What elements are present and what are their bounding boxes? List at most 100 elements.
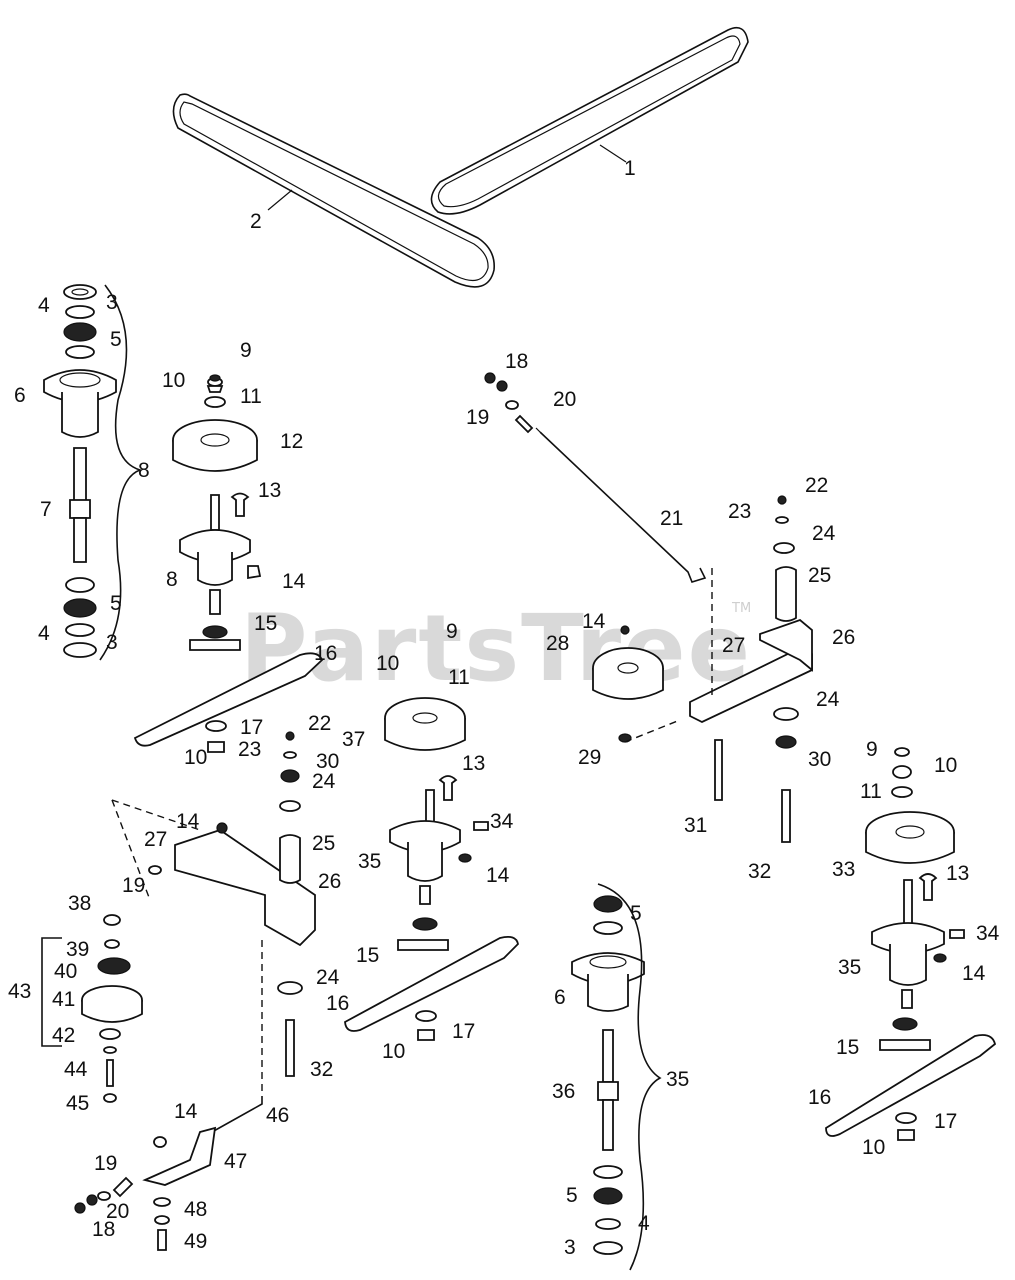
blade-right [825, 1034, 997, 1141]
rod-21-assembly [484, 372, 707, 583]
callout-14f: 14 [174, 1100, 198, 1123]
callout-47: 47 [224, 1150, 247, 1173]
callout-29: 29 [578, 746, 601, 769]
callout-3a: 3 [106, 291, 118, 314]
bracket-26-left [111, 731, 316, 1096]
gauge-wheel-43 [41, 914, 143, 1103]
callout-13a: 13 [258, 479, 281, 502]
callout-6b: 6 [554, 986, 566, 1009]
callout-16a: 16 [314, 642, 337, 665]
callout-5d: 5 [566, 1184, 578, 1207]
callout-35c: 35 [838, 956, 861, 979]
callout-16b: 16 [326, 992, 349, 1015]
callout-24a: 24 [812, 522, 836, 545]
pulley-spindle-35-center [384, 697, 489, 951]
callout-21: 21 [660, 507, 683, 530]
callout-28: 28 [546, 632, 569, 655]
callout-10b: 10 [184, 746, 207, 769]
callout-15b: 15 [356, 944, 379, 967]
callout-25b: 25 [312, 832, 335, 855]
callout-4a: 4 [38, 294, 50, 317]
callout-26a: 26 [832, 626, 855, 649]
callout-14d: 14 [486, 864, 510, 887]
callout-15c: 15 [836, 1036, 859, 1059]
callout-10a: 10 [162, 369, 185, 392]
callout-30a: 30 [808, 748, 831, 771]
callout-15a: 15 [254, 612, 277, 635]
callout-34b: 34 [976, 922, 1000, 945]
callout-43: 43 [8, 980, 31, 1003]
callout-8b: 8 [166, 568, 178, 591]
callout-31: 31 [684, 814, 707, 837]
callout-3b: 3 [106, 631, 118, 654]
callout-10d: 10 [382, 1040, 405, 1063]
callout-49: 49 [184, 1230, 207, 1253]
callout-20b: 20 [106, 1200, 129, 1223]
callout-14c: 14 [176, 810, 200, 833]
callout-39: 39 [66, 938, 89, 961]
callout-34a: 34 [490, 810, 514, 833]
bracket-26-right [689, 495, 813, 843]
callout-19c: 19 [94, 1152, 117, 1175]
callout-6: 6 [14, 384, 26, 407]
callout-20a: 20 [553, 388, 576, 411]
callout-17c: 17 [934, 1110, 957, 1133]
callout-32a: 32 [748, 860, 771, 883]
callout-17a: 17 [240, 716, 263, 739]
callout-44: 44 [64, 1058, 88, 1081]
callout-10f: 10 [934, 754, 957, 777]
spindle-assembly-left [43, 284, 143, 661]
callout-46: 46 [266, 1104, 289, 1127]
callout-4c: 4 [638, 1212, 650, 1235]
callout-1: 1 [624, 157, 636, 180]
callout-24c: 24 [312, 770, 336, 793]
callout-38: 38 [68, 892, 91, 915]
callout-24b: 24 [816, 688, 840, 711]
callout-9b: 9 [446, 620, 458, 643]
callout-40: 40 [54, 960, 77, 983]
callout-13b: 13 [462, 752, 485, 775]
callout-3c: 3 [564, 1236, 576, 1259]
callout-24d: 24 [316, 966, 340, 989]
callout-labels: 1 2 3 3 4 4 5 5 6 7 8 8 9 10 10 11 12 13… [8, 144, 1000, 1259]
callout-37: 37 [342, 728, 365, 751]
callout-14e: 14 [962, 962, 986, 985]
callout-42: 42 [52, 1024, 75, 1047]
callout-12: 12 [280, 430, 303, 453]
pulley-spindle-35-right [865, 747, 965, 1051]
rod-46-bracket-47 [74, 1096, 263, 1251]
watermark-text: PartsTree [240, 595, 752, 702]
callout-8a: 8 [138, 459, 150, 482]
callout-45: 45 [66, 1092, 89, 1115]
callout-11c: 11 [860, 780, 882, 803]
callout-14b: 14 [582, 610, 606, 633]
callout-23b: 23 [238, 738, 261, 761]
callout-10e: 10 [862, 1136, 885, 1159]
callout-17b: 17 [452, 1020, 475, 1043]
callout-35a: 35 [358, 850, 381, 873]
callout-48: 48 [184, 1198, 207, 1221]
callout-4b: 4 [38, 622, 50, 645]
callout-23a: 23 [728, 500, 751, 523]
callout-22b: 22 [308, 712, 331, 735]
pulley-spindle-8 [172, 374, 262, 651]
callout-25a: 25 [808, 564, 831, 587]
callout-11b: 11 [448, 666, 470, 689]
callout-41: 41 [52, 988, 75, 1011]
callout-16c: 16 [808, 1086, 831, 1109]
callout-5b: 5 [110, 592, 122, 615]
callout-10c: 10 [376, 652, 399, 675]
callout-36: 36 [552, 1080, 575, 1103]
callout-18b: 18 [92, 1218, 115, 1241]
belt-2 [172, 93, 495, 288]
callout-30b: 30 [316, 750, 339, 773]
callout-33: 33 [832, 858, 855, 881]
callout-22a: 22 [805, 474, 828, 497]
blade-center [344, 935, 519, 1041]
callout-5c: 5 [630, 902, 642, 925]
callout-19b: 19 [122, 874, 145, 897]
callout-13c: 13 [946, 862, 969, 885]
callout-2: 2 [250, 210, 262, 233]
callout-27b: 27 [144, 828, 167, 851]
